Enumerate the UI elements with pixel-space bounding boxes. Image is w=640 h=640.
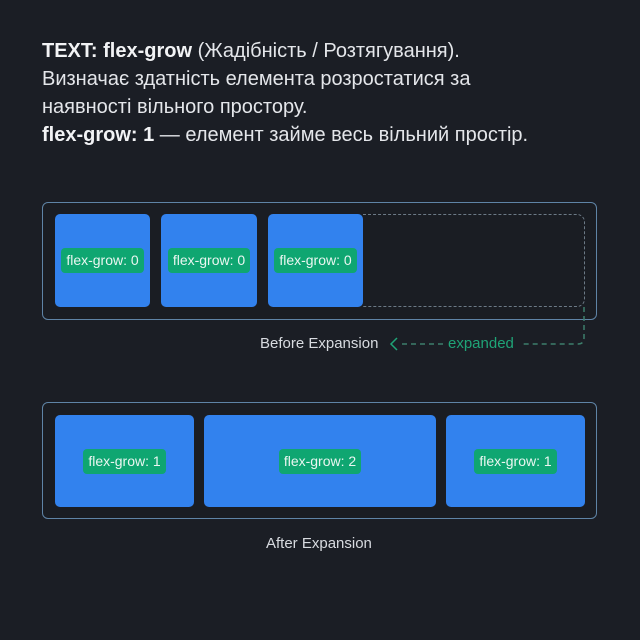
after-item-2: flex-grow: 2: [204, 415, 436, 507]
intro-text: TEXT: flex-grow (Жадібність / Розтягуван…: [42, 37, 622, 149]
flex-grow-badge: flex-grow: 1: [474, 448, 557, 474]
flex-grow-badge: flex-grow: 2: [278, 448, 362, 474]
before-item-1: flex-grow: 0: [55, 214, 150, 307]
intro-title-bold: TEXT: flex-grow: [42, 40, 193, 62]
flex-grow-badge: flex-grow: 1: [83, 448, 166, 474]
before-item-3: flex-grow: 0: [268, 214, 363, 307]
flex-grow-badge: flex-grow: 0: [61, 248, 144, 273]
intro-line-4: flex-grow: 1 — елемент займе весь вільни…: [42, 121, 622, 149]
arrow-left-icon: [389, 337, 398, 351]
after-item-3: flex-grow: 1: [446, 415, 585, 507]
after-caption: After Expansion: [266, 535, 372, 552]
intro-line-3: наявності вільного простору.: [42, 96, 308, 118]
before-caption: Before Expansion: [260, 335, 379, 352]
intro-title-rest: (Жадібність / Розтягування).: [192, 40, 460, 62]
intro-rule-rest: — елемент займе весь вільний простір.: [154, 124, 529, 146]
intro-rule-bold: flex-grow: 1: [42, 124, 155, 146]
intro-line-2: Визначає здатність елемента розростатися…: [42, 68, 471, 90]
intro-line-1: TEXT: flex-grow (Жадібність / Розтягуван…: [42, 37, 622, 65]
free-space-dashed-outline: [363, 214, 585, 307]
before-item-2: flex-grow: 0: [161, 214, 257, 307]
flex-grow-badge: flex-grow: 0: [274, 248, 357, 273]
flex-grow-badge: flex-grow: 0: [167, 248, 251, 273]
expanded-label: expanded: [448, 335, 514, 352]
after-item-1: flex-grow: 1: [55, 415, 194, 507]
